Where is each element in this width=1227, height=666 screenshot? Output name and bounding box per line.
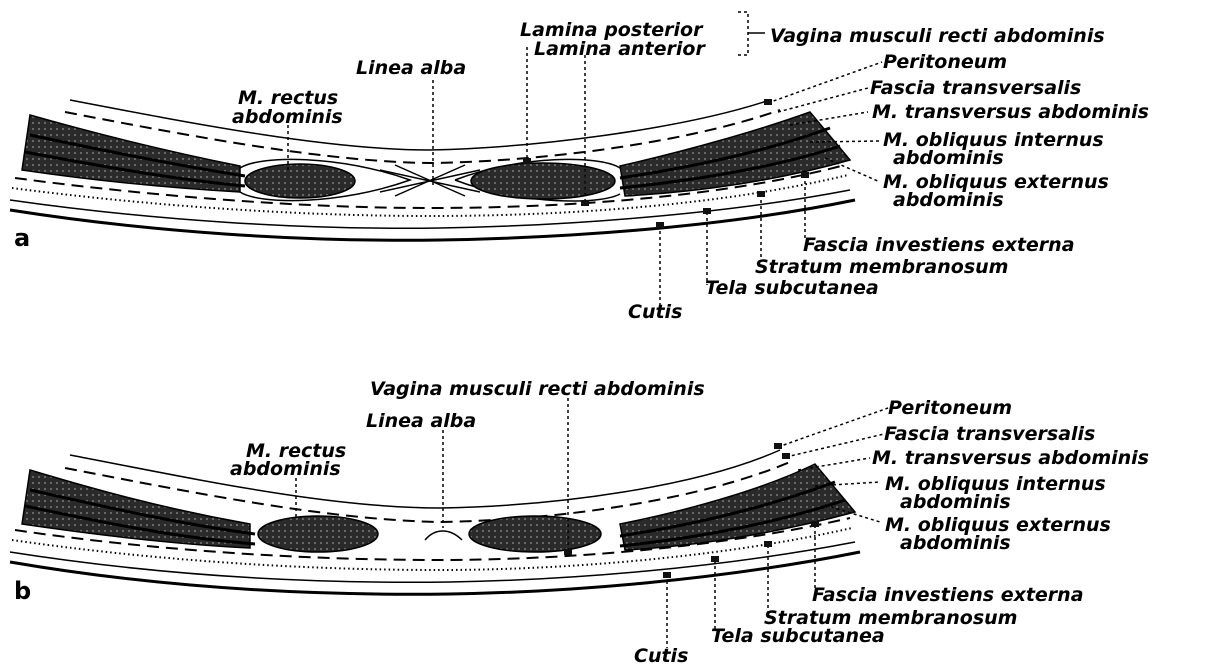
panel-b-cutis-line (10, 552, 860, 594)
panel-a-label-peritoneum: Peritoneum (883, 51, 1007, 73)
panel-b-label-obliquus-internus-abdominis: abdominis (900, 491, 1011, 513)
panel-b-label-cutis: Cutis (634, 645, 688, 666)
panel-b-peritoneum-line (70, 450, 780, 508)
panel-a-label-fascia-investiens: Fascia investiens externa (803, 234, 1075, 256)
panel-a-peritoneum-leader (768, 62, 882, 103)
panel-a-label-linea-alba: Linea alba (356, 57, 466, 79)
panel-b-label-m-transversus: M. transversus abdominis (872, 447, 1149, 469)
panel-a-peritoneum-line (70, 100, 770, 150)
panel-a-letter: a (14, 224, 30, 252)
panel-a-rectus-left (245, 164, 355, 198)
panel-b: b (10, 378, 1149, 666)
panel-b-label-obliquus-externus-abdominis: abdominis (900, 532, 1011, 554)
panel-b-label-linea-alba: Linea alba (366, 410, 476, 432)
panel-b-label-fascia-transversalis: Fascia transversalis (884, 423, 1095, 445)
panel-a-cutis-line (10, 200, 855, 240)
panel-a-label-m-transversus: M. transversus abdominis (872, 101, 1149, 123)
panel-a: a (10, 12, 1149, 323)
panel-b-tela-subcutanea-line (10, 542, 855, 582)
panel-a-label-obliquus-externus-abdominis: abdominis (893, 189, 1004, 211)
panel-b-linea-alba-fibers (425, 531, 462, 540)
panel-b-fascia-transversalis-leader (786, 434, 884, 457)
panel-a-lamina-bracket (738, 12, 748, 55)
panel-a-label-lamina-anterior: Lamina anterior (534, 38, 706, 60)
panel-b-letter: b (14, 577, 31, 605)
panel-a-fascia-transversalis-leader (778, 88, 868, 112)
panel-a-label-rectus-abdominis: abdominis (232, 106, 343, 128)
panel-a-label-fascia-transversalis: Fascia transversalis (870, 77, 1081, 99)
panel-b-rectus-right (469, 516, 601, 552)
panel-a-rectus-right (471, 163, 615, 199)
panel-b-rectus-left (258, 516, 378, 552)
panel-b-label-vagina: Vagina musculi recti abdominis (370, 378, 705, 400)
panel-a-linea-alba-fibers (380, 165, 480, 196)
panel-a-label-cutis: Cutis (628, 301, 682, 323)
panel-a-label-obliquus-internus-abdominis: abdominis (893, 147, 1004, 169)
panel-a-label-vagina: Vagina musculi recti abdominis (770, 25, 1105, 47)
panel-a-label-stratum-membranosum: Stratum membranosum (755, 256, 1008, 278)
panel-a-label-tela-subcutanea: Tela subcutanea (705, 277, 879, 299)
panel-b-label-tela-subcutanea: Tela subcutanea (711, 625, 885, 647)
panel-b-label-peritoneum: Peritoneum (888, 397, 1012, 419)
panel-b-label-fascia-investiens: Fascia investiens externa (812, 584, 1084, 606)
panel-b-peritoneum-leader (778, 408, 888, 447)
panel-b-label-rectus-abdominis: abdominis (230, 458, 341, 480)
